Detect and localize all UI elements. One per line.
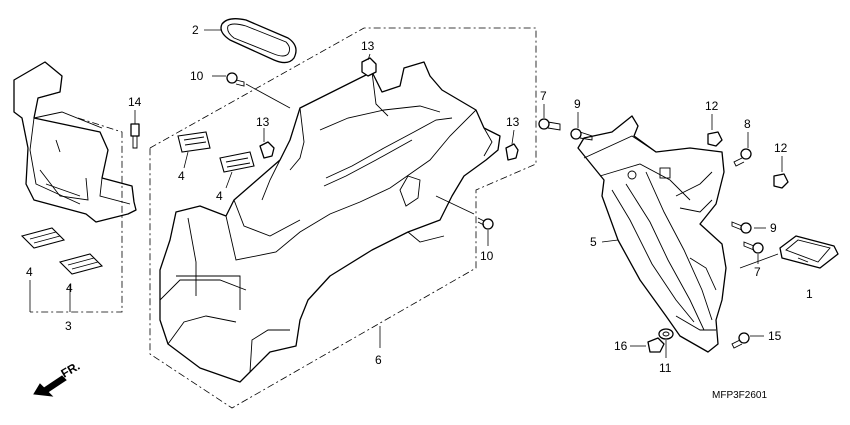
callout-13c: 13 bbox=[506, 115, 520, 129]
callout-4c: 4 bbox=[178, 169, 185, 183]
bolt-9a bbox=[570, 128, 593, 141]
callout-10b: 10 bbox=[480, 249, 494, 263]
callout-4a: 4 bbox=[26, 265, 33, 279]
screw-14 bbox=[130, 123, 140, 149]
callout-6: 6 bbox=[375, 353, 382, 367]
part-5-license-bracket bbox=[577, 115, 727, 353]
callout-12b: 12 bbox=[774, 141, 788, 155]
bolt-10a bbox=[226, 72, 245, 87]
callout-9a: 9 bbox=[574, 97, 581, 111]
callout-15: 15 bbox=[768, 329, 782, 343]
callout-7b: 7 bbox=[754, 265, 761, 279]
part-6-frame bbox=[149, 27, 537, 409]
callout-4d: 4 bbox=[216, 189, 223, 203]
screw-15 bbox=[731, 332, 750, 349]
bolt-8 bbox=[733, 148, 752, 167]
part-3-bracket bbox=[13, 61, 137, 223]
callout-2: 2 bbox=[192, 23, 199, 37]
part-6-rear-fender bbox=[159, 61, 501, 383]
callout-12a: 12 bbox=[705, 99, 719, 113]
front-arrow-icon bbox=[33, 375, 67, 397]
pad-4b bbox=[58, 253, 104, 275]
callout-4b: 4 bbox=[66, 281, 73, 295]
callout-7a: 7 bbox=[540, 89, 547, 103]
callout-8: 8 bbox=[744, 117, 751, 131]
part-code: MFP3F2601 bbox=[712, 390, 767, 401]
callout-10a: 10 bbox=[190, 69, 204, 83]
nut-12a bbox=[707, 131, 723, 147]
callout-3: 3 bbox=[65, 319, 72, 333]
part-3-frame bbox=[30, 117, 123, 313]
callout-1: 1 bbox=[806, 287, 813, 301]
callout-9b: 9 bbox=[770, 221, 777, 235]
pad-4c bbox=[177, 131, 211, 153]
washer-11 bbox=[658, 328, 674, 340]
callout-13b: 13 bbox=[256, 115, 270, 129]
bolt-7b bbox=[743, 241, 764, 254]
nut-16 bbox=[647, 337, 665, 353]
part-2-seal bbox=[220, 18, 297, 64]
callout-5: 5 bbox=[590, 235, 597, 249]
bolt-9b bbox=[731, 221, 752, 234]
bolt-7a bbox=[538, 118, 561, 131]
callout-11: 11 bbox=[659, 361, 672, 375]
clip-13b bbox=[259, 141, 275, 159]
pad-4a bbox=[20, 227, 66, 249]
clip-13a bbox=[361, 57, 377, 77]
part-1-reflector bbox=[779, 235, 839, 269]
bolt-10b bbox=[477, 217, 494, 230]
callout-13a: 13 bbox=[361, 39, 375, 53]
nut-12b bbox=[773, 173, 789, 189]
pad-4d bbox=[219, 151, 255, 173]
callout-16: 16 bbox=[614, 339, 628, 353]
callout-14: 14 bbox=[128, 95, 142, 109]
clip-13c bbox=[505, 143, 519, 161]
